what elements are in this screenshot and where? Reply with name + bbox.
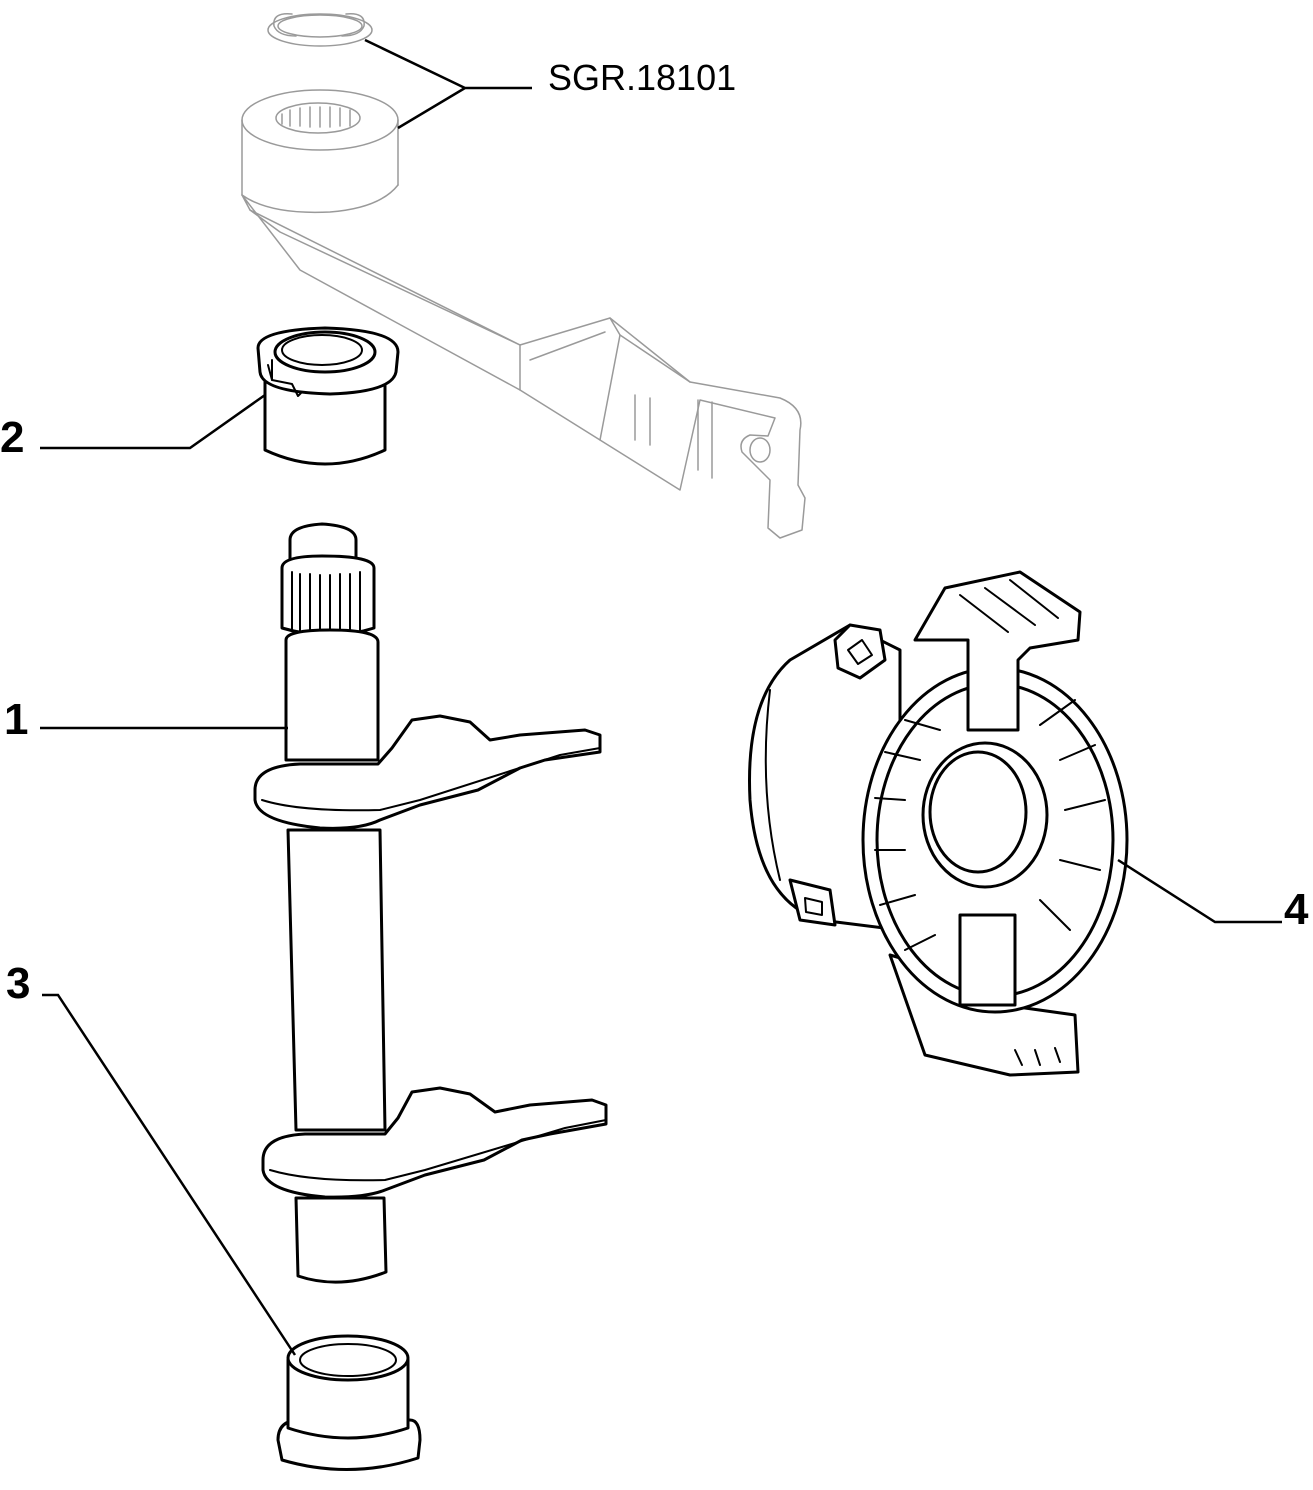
callout-1: 1 (4, 695, 29, 744)
reference-code-label: SGR.18101 (548, 57, 737, 98)
reference-lever-assembly (241, 13, 806, 539)
lever-hub (241, 89, 399, 214)
lower-bushing (276, 1334, 422, 1471)
circlip (267, 13, 373, 47)
leader-3 (42, 993, 297, 1356)
leader-sgr (364, 38, 532, 130)
callout-4: 4 (1284, 885, 1309, 934)
release-bearing-unit (748, 570, 1129, 1077)
callout-2: 2 (0, 413, 25, 462)
leader-4 (1117, 858, 1282, 924)
lever-arm (241, 194, 806, 539)
selector-shaft (253, 522, 608, 1284)
leader-lines (40, 38, 1282, 1356)
callout-3: 3 (6, 959, 31, 1008)
upper-bushing (256, 326, 400, 466)
leader-2 (40, 393, 266, 450)
